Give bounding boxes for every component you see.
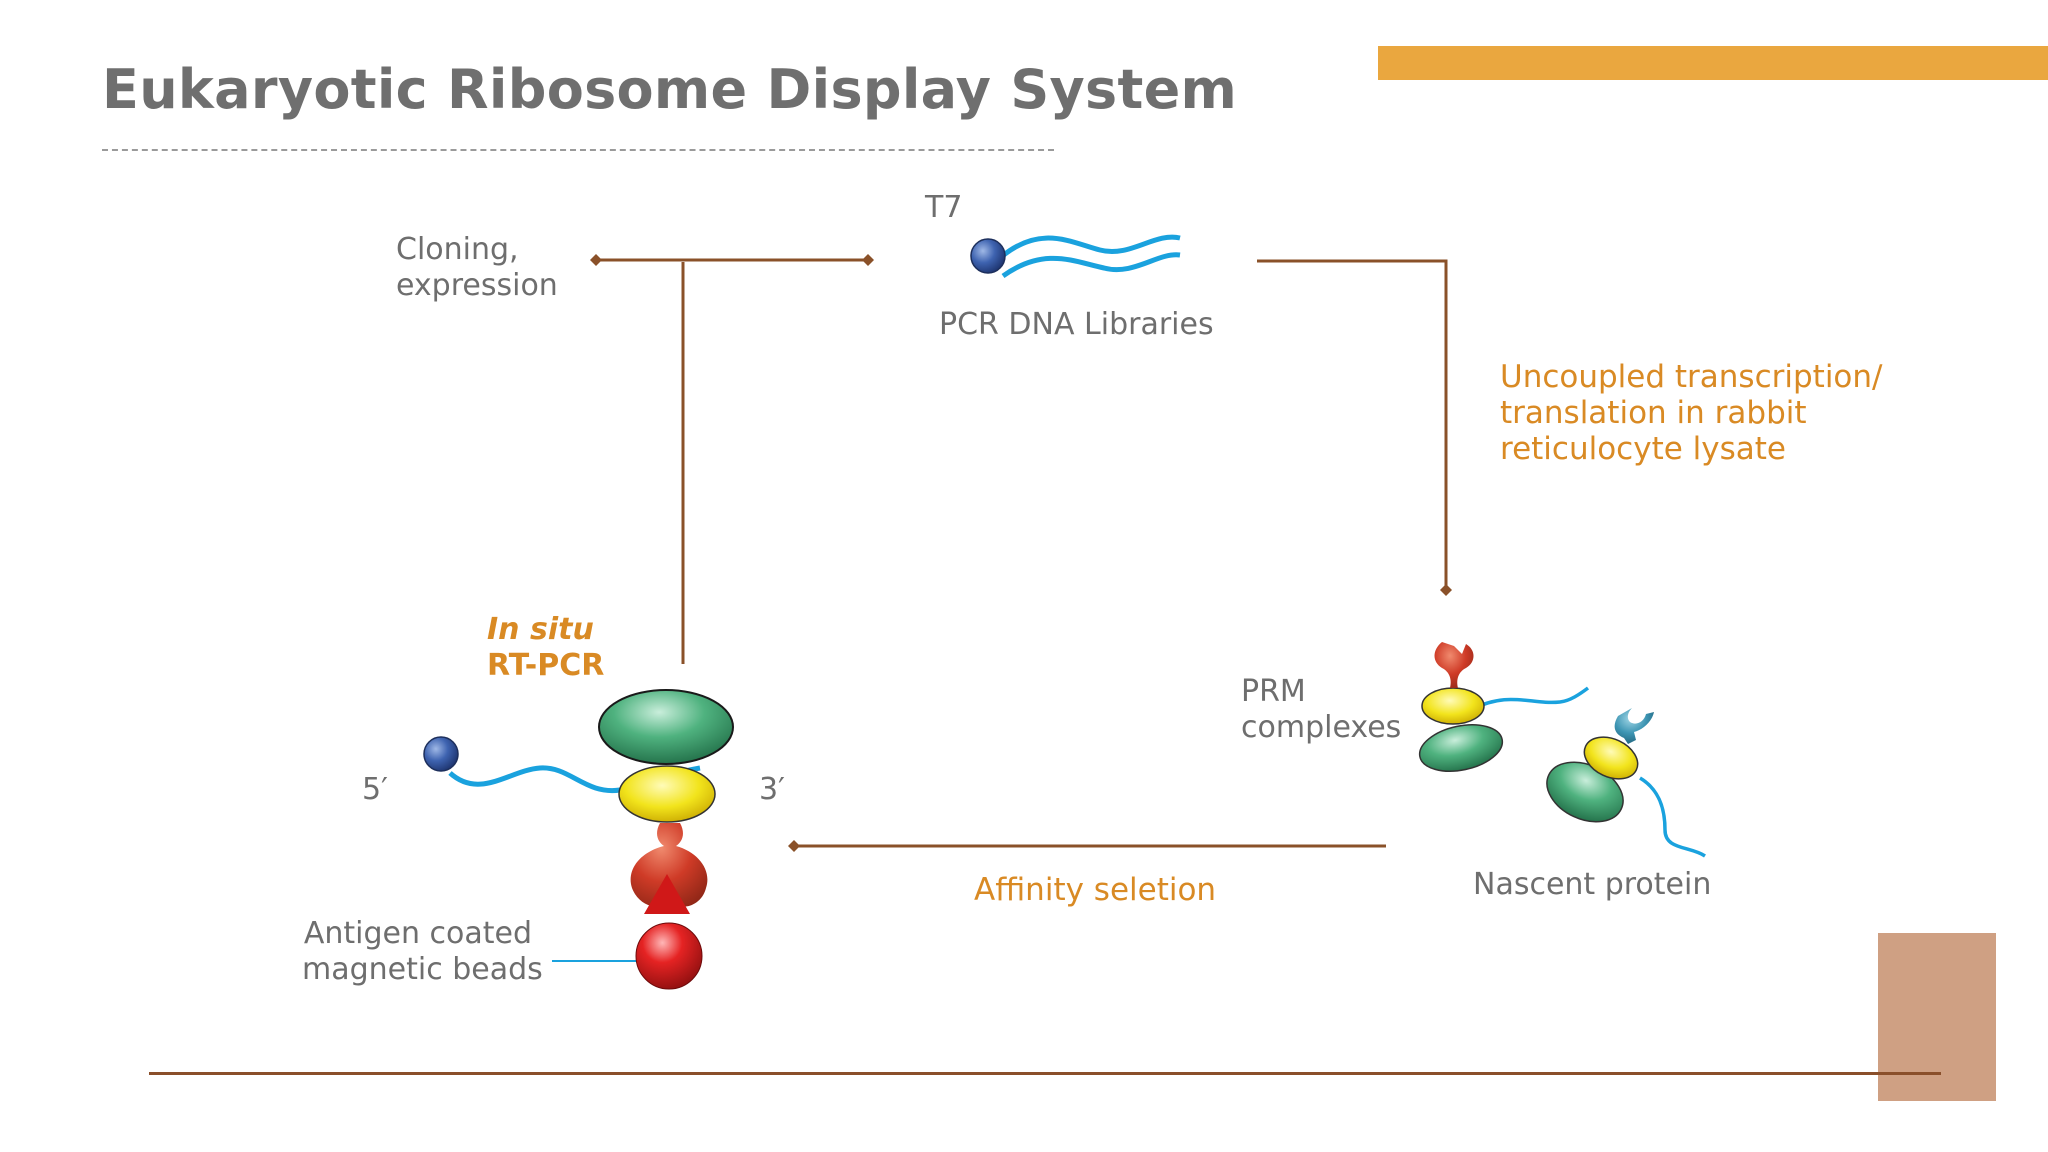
dna-strand-icon bbox=[970, 234, 1181, 279]
endpoint-prm bbox=[1440, 584, 1452, 596]
rt-pcr-label: In situ RT-PCR bbox=[487, 612, 604, 684]
endpoint-pcr bbox=[862, 254, 874, 266]
right-connector bbox=[1257, 259, 1448, 590]
title-underline bbox=[102, 149, 1054, 151]
prm-complex-upper bbox=[1418, 642, 1590, 772]
page-title: Eukaryotic Ribosome Display System bbox=[102, 58, 1238, 121]
magnetic-bead-icon bbox=[552, 922, 703, 990]
affinity-selection-label: Affinity seletion bbox=[974, 872, 1217, 908]
prm-complexes-label: PRM complexes bbox=[1241, 674, 1402, 745]
t7-label: T7 bbox=[925, 190, 963, 225]
footer-line bbox=[149, 1072, 1941, 1075]
accent-bar bbox=[1378, 46, 2048, 80]
rt-pcr-text: RT-PCR bbox=[487, 648, 605, 683]
antibody-icon bbox=[630, 823, 708, 914]
ribosome-icon bbox=[423, 689, 734, 823]
three-prime-label: 3′ bbox=[759, 772, 785, 807]
prm-complex-lower bbox=[1546, 708, 1706, 858]
pcr-libraries-label: PCR DNA Libraries bbox=[939, 307, 1214, 342]
cloning-label: Cloning, expression bbox=[396, 232, 558, 303]
antigen-beads-label: Antigen coated magnetic beads bbox=[302, 916, 543, 987]
five-prime-label: 5′ bbox=[362, 772, 388, 807]
flow-lines bbox=[596, 258, 1448, 848]
endpoint-affinity bbox=[788, 840, 800, 852]
connector-endpoints bbox=[590, 254, 1452, 852]
in-situ-text: In situ bbox=[487, 612, 594, 647]
uncoupled-transcription-label: Uncoupled transcription/ translation in … bbox=[1500, 359, 1883, 467]
nascent-protein-label: Nascent protein bbox=[1473, 867, 1712, 902]
endpoint-cloning bbox=[590, 254, 602, 266]
